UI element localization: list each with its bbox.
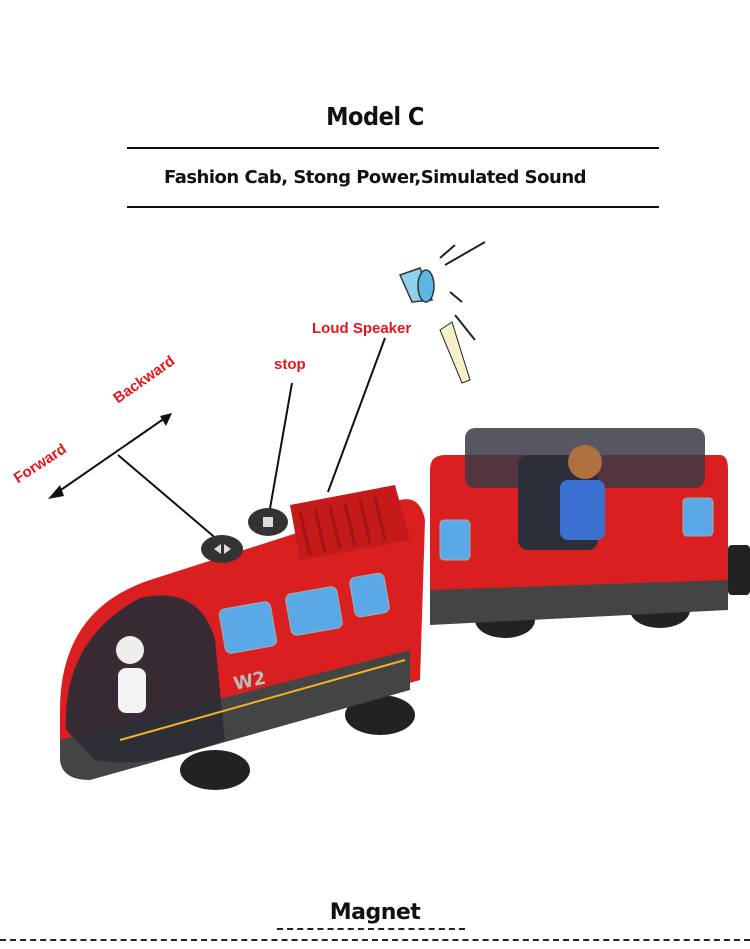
bottom-dashed-divider [0, 939, 750, 941]
divider-bottom [127, 206, 659, 208]
front-engine: W2 [60, 485, 425, 790]
divider-top [127, 147, 659, 149]
page-title: Model C [326, 102, 424, 131]
callout-loud-speaker: Loud Speaker [312, 320, 412, 337]
magnet-underline [277, 928, 465, 930]
callout-stop: stop [274, 356, 306, 373]
subtitle: Fashion Cab, Stong Power,Simulated Sound [163, 167, 587, 188]
rear-carriage [430, 428, 750, 638]
speaker-icon [398, 241, 486, 384]
magnet-label: Magnet [329, 900, 421, 925]
